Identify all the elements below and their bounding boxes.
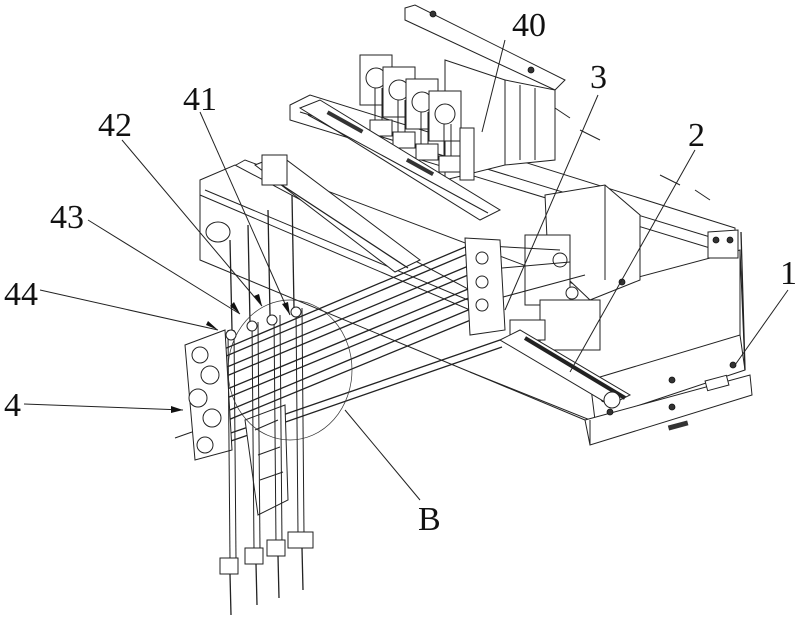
label-2: 2 <box>688 117 705 154</box>
label-1: 1 <box>780 255 797 292</box>
guide-rods <box>209 237 586 443</box>
stepper-motor-stack <box>428 90 462 173</box>
label-B: B <box>418 501 441 538</box>
label-42: 42 <box>98 107 132 144</box>
label-40: 40 <box>512 7 546 44</box>
label-4: 4 <box>4 387 21 424</box>
motor-module-block <box>359 4 566 181</box>
belt-drive <box>498 329 632 409</box>
head-assembly <box>174 329 289 516</box>
nozzle-rod <box>219 239 239 616</box>
nozzle-rod <box>244 224 264 606</box>
leader-lines <box>23 39 789 501</box>
label-43: 43 <box>50 199 84 236</box>
label-41: 41 <box>183 81 217 118</box>
label-44: 44 <box>4 276 38 313</box>
label-3: 3 <box>590 59 607 96</box>
nozzle-rod <box>266 209 286 599</box>
detail-circle <box>227 299 353 441</box>
nozzle-rod <box>287 194 314 591</box>
gantry-x-rail <box>298 99 502 221</box>
